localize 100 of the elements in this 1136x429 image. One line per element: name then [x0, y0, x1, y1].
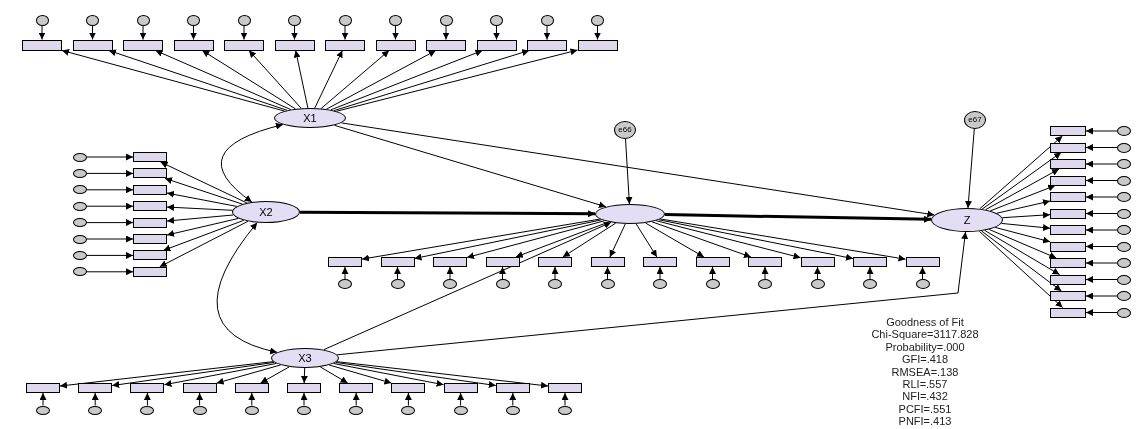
error-circle [288, 14, 301, 26]
arrow [509, 392, 517, 406]
error-circle [1117, 291, 1131, 301]
error-circle [73, 218, 87, 228]
error-circle [591, 14, 604, 26]
indicator-box [1050, 208, 1086, 219]
error-circle [863, 279, 877, 289]
arrow [442, 25, 450, 40]
arrow [300, 210, 595, 218]
arrow [38, 25, 46, 40]
error-circle [140, 405, 155, 415]
arrow [86, 268, 134, 276]
error-circle [297, 405, 311, 415]
arrow [1085, 160, 1118, 168]
error-circle [349, 405, 364, 415]
arrow [336, 361, 549, 389]
error-circle [237, 14, 251, 26]
indicator-box [538, 257, 572, 267]
arrow [1085, 177, 1118, 184]
arrow [466, 220, 605, 260]
arrow [166, 203, 233, 211]
arrow [1085, 193, 1118, 201]
latent-ellipse: X3 [271, 348, 339, 368]
indicator-box [1050, 159, 1086, 169]
fit-statistic: NFI=.432 [902, 390, 948, 403]
arrow [988, 228, 1057, 259]
arrow [979, 135, 1063, 210]
arrow [919, 266, 926, 280]
error-circle [244, 405, 259, 415]
error-circle [36, 405, 50, 415]
indicator-box [1050, 192, 1086, 202]
arrow [89, 25, 96, 40]
arrow [216, 222, 278, 354]
arrow [216, 364, 282, 385]
arrow [446, 266, 454, 280]
error-circle [439, 14, 453, 26]
indicator-box [748, 257, 782, 267]
indicator-box [133, 217, 167, 228]
error-circle [136, 14, 150, 26]
fit-statistic: Chi-Square=3117.828 [871, 328, 979, 341]
arrow [1085, 309, 1118, 316]
arrow [166, 214, 234, 224]
indicator-box [72, 39, 113, 51]
indicator-box [853, 257, 887, 267]
error-circle [401, 405, 416, 415]
indicator-box [485, 257, 520, 267]
indicator-box [590, 257, 625, 267]
fit-statistic: GFI=.418 [901, 353, 949, 366]
arrow [320, 50, 390, 109]
arrow [655, 220, 801, 260]
error-circle [338, 14, 352, 26]
arrow [866, 266, 874, 280]
indicator-box [643, 257, 677, 267]
arrow [166, 217, 239, 237]
arrow [293, 50, 309, 109]
error-circle [1117, 208, 1131, 219]
error-circle [338, 279, 352, 289]
error-circle [35, 14, 49, 26]
arrow [651, 221, 752, 258]
arrow [1085, 210, 1118, 217]
arrow [361, 218, 601, 262]
error-circle [1117, 274, 1131, 285]
arrow [392, 25, 399, 40]
arrow [240, 25, 248, 40]
arrow [1085, 226, 1118, 234]
error-circle: e66 [614, 121, 636, 139]
arrow [664, 213, 932, 223]
error-circle [443, 279, 457, 289]
arrow [86, 169, 134, 177]
arrow [1001, 222, 1051, 231]
arrow [594, 25, 601, 40]
indicator-box [325, 39, 365, 51]
indicator-box [1050, 258, 1086, 268]
indicator-box [577, 39, 618, 51]
error-circle [540, 14, 554, 26]
arrow [457, 392, 465, 406]
fit-statistic: RMSEA=.138 [891, 365, 959, 379]
arrow [201, 50, 296, 110]
fit-statistic: RLI=.557 [902, 378, 948, 391]
indicator-box [1050, 307, 1086, 318]
indicator-box [433, 257, 467, 267]
indicator-box [443, 383, 478, 393]
arrow [414, 219, 603, 261]
arrow [248, 392, 256, 406]
indicator-box [1050, 291, 1086, 301]
arrow [333, 124, 607, 209]
arrow [333, 49, 530, 112]
arrow [86, 251, 134, 259]
arrow [59, 361, 274, 389]
error-circle [73, 168, 87, 178]
indicator-box [527, 39, 567, 51]
indicator-box [328, 257, 362, 267]
arrow [658, 219, 854, 261]
indicator-box [224, 39, 264, 51]
arrow [1085, 243, 1118, 250]
arrow [352, 392, 360, 406]
error-circle [505, 405, 520, 415]
error-circle [1117, 307, 1131, 318]
error-circle [192, 405, 207, 415]
arrow [965, 128, 975, 209]
